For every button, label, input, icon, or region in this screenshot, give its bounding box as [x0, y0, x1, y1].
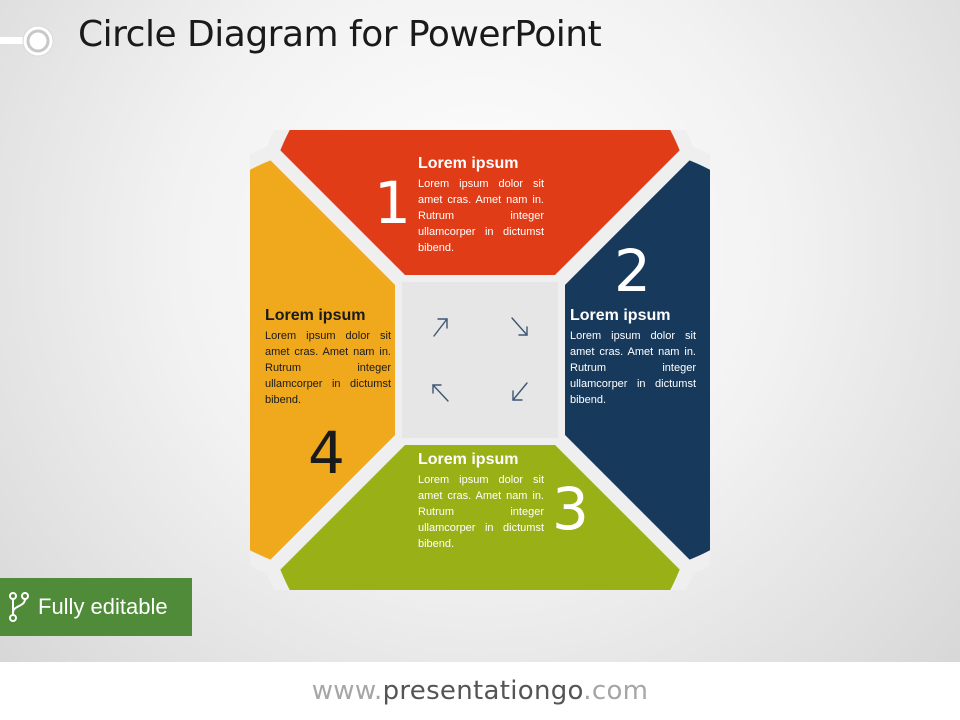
segment-2-body: Lorem ipsum dolor sit amet cras. Amet na… [570, 330, 696, 406]
segment-3-body: Lorem ipsum dolor sit amet cras. Amet na… [418, 474, 544, 550]
segment-3-number: 3 [552, 475, 589, 543]
segment-2-shape [551, 144, 710, 576]
magnifier-icon [0, 25, 54, 57]
segment-3-text: Lorem ipsum Lorem ipsum dolor sit amet c… [418, 450, 544, 552]
branch-icon [9, 592, 29, 622]
footer-url[interactable]: www.presentationgo.com [0, 662, 960, 720]
segment-4-number: 4 [308, 419, 345, 487]
page-title: Circle Diagram for PowerPoint [78, 14, 602, 55]
circle-diagram: 1 Lorem ipsum Lorem ipsum dolor sit amet… [250, 130, 710, 590]
segment-4-shape [250, 144, 409, 576]
segment-2-text: Lorem ipsum Lorem ipsum dolor sit amet c… [570, 306, 696, 408]
badge-label: Fully editable [38, 594, 168, 619]
segment-3-heading: Lorem ipsum [418, 451, 519, 468]
segment-3-shape [264, 431, 696, 590]
segment-4-heading: Lorem ipsum [265, 307, 366, 324]
arrow-up-right-icon [433, 318, 448, 337]
arrow-down-right-icon [511, 317, 528, 336]
footer-brand: presentationgo [382, 676, 584, 706]
segment-4-body: Lorem ipsum dolor sit amet cras. Amet na… [265, 330, 391, 406]
segment-1-body: Lorem ipsum dolor sit amet cras. Amet na… [418, 178, 544, 254]
segment-1-text: Lorem ipsum Lorem ipsum dolor sit amet c… [418, 154, 544, 256]
arrow-up-left-icon [432, 384, 449, 402]
segment-1-shape [264, 130, 696, 289]
segment-2-number: 2 [614, 237, 651, 305]
segment-1-heading: Lorem ipsum [418, 155, 519, 172]
segment-1-number: 1 [374, 169, 411, 237]
arrow-down-left-icon [512, 382, 528, 401]
fully-editable-badge: Fully editable [0, 578, 192, 636]
segment-4-text: Lorem ipsum Lorem ipsum dolor sit amet c… [265, 306, 391, 408]
segment-2-heading: Lorem ipsum [570, 307, 671, 324]
footer-prefix: www. [311, 676, 383, 706]
title-bar: Circle Diagram for PowerPoint [0, 0, 960, 84]
footer-suffix: .com [583, 676, 649, 706]
center-square [402, 282, 558, 438]
